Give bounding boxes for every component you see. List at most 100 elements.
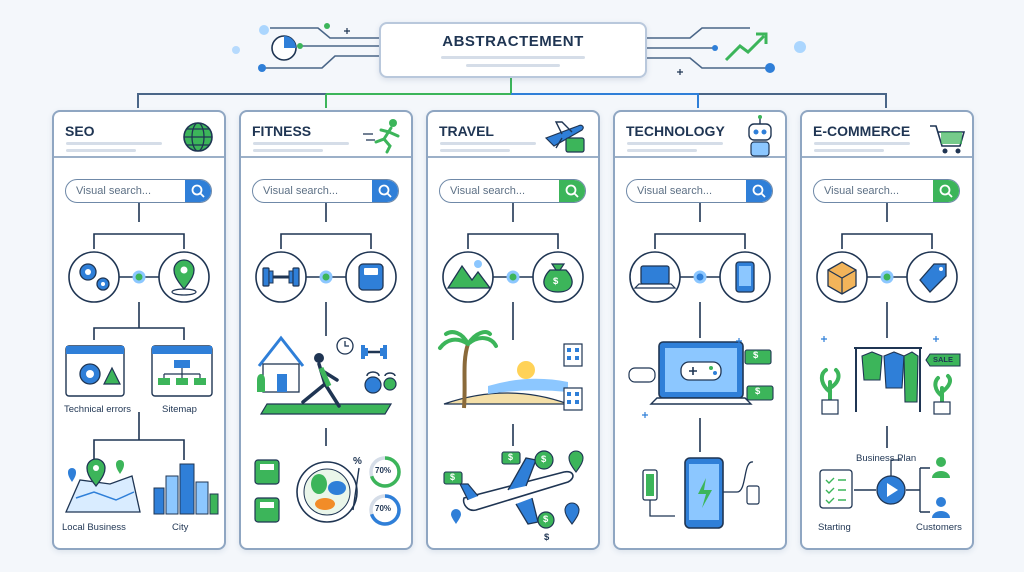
panel-title: TRAVEL [439, 123, 494, 139]
progress-arc [369, 456, 401, 488]
scale-icon [358, 263, 384, 291]
business-flow-icon [819, 457, 950, 518]
text-placeholder-line [814, 149, 884, 152]
search-placeholder: Visual search... [637, 185, 713, 197]
panel-title: TECHNOLOGY [626, 123, 725, 139]
mountain-icon [446, 260, 492, 289]
panel-ecommerce: E-COMMERCE Visual search... [800, 110, 974, 550]
ecommerce-illustration [816, 125, 966, 518]
scale-icon [254, 459, 280, 523]
map-pin-icon [451, 450, 584, 525]
search-placeholder: Visual search... [450, 185, 526, 197]
progress-badge: 70% [375, 466, 392, 475]
search-input[interactable]: Visual search... [813, 179, 960, 203]
text-placeholder-line [814, 142, 910, 145]
panel-title: E-COMMERCE [813, 123, 911, 139]
shopping-cart-icon [930, 125, 966, 154]
panel-seo: SEO Visual search... [52, 110, 226, 550]
gaming-laptop-icon [628, 338, 774, 418]
text-placeholder-line [440, 149, 510, 152]
magnifier-icon [752, 184, 766, 198]
technical-errors-icon [65, 345, 125, 397]
customers-label: Customers [916, 522, 962, 533]
text-placeholder-line [66, 149, 136, 152]
panel-title: SEO [65, 123, 95, 139]
technology-illustration [628, 115, 774, 529]
magnifier-icon [378, 184, 392, 198]
clothing-rack-icon [819, 336, 961, 415]
globe-icon [183, 122, 213, 152]
magnifier-icon [191, 184, 205, 198]
package-icon [827, 261, 857, 295]
starting-label: Starting [818, 522, 851, 533]
search-input[interactable]: Visual search... [252, 179, 399, 203]
search-placeholder: Visual search... [76, 185, 152, 197]
search-placeholder: Visual search... [824, 185, 900, 197]
text-placeholder-line [66, 142, 162, 145]
battery-charging-icon [642, 457, 760, 529]
panel-divider [54, 156, 224, 158]
dollar-symbol: $ [755, 386, 761, 397]
trend-up-icon [724, 32, 768, 62]
sitemap-label: Sitemap [162, 404, 197, 415]
pie-chart-icon [271, 35, 297, 61]
city-label: City [172, 522, 189, 533]
panel-divider [428, 156, 598, 158]
healthy-plate-icon [296, 461, 360, 523]
gears-icon [79, 263, 110, 291]
text-placeholder-line [440, 142, 536, 145]
percent-symbol: % [353, 456, 362, 467]
dollar-symbol: $ [544, 532, 550, 543]
travel-illustration [438, 121, 585, 529]
text-placeholder-line [253, 142, 349, 145]
progress-arcs [369, 456, 401, 526]
text-placeholder-line [466, 64, 560, 67]
local-business-label: Local Business [62, 522, 126, 533]
city-icon [153, 463, 219, 515]
panel-travel: TRAVEL Visual search... [426, 110, 600, 550]
sale-tag: SALE [933, 355, 954, 364]
price-tag-icon [919, 263, 947, 293]
text-placeholder-line [441, 56, 585, 59]
dollar-symbol: $ [450, 472, 456, 482]
panel-fitness: FITNESS Visual search... [239, 110, 413, 550]
text-placeholder-line [627, 142, 723, 145]
search-input[interactable]: Visual search... [65, 179, 212, 203]
panel-divider [241, 156, 411, 158]
technical-errors-label: Technical errors [64, 404, 132, 415]
magnifier-icon [939, 184, 953, 198]
airplane-luggage-icon [544, 121, 585, 153]
dumbbell-icon [262, 267, 300, 287]
beach-icon [438, 330, 583, 411]
runner-icon [363, 119, 400, 154]
dollar-symbol: $ [543, 514, 549, 525]
page-title: ABSTRACTEMENT [442, 33, 584, 50]
text-placeholder-line [627, 149, 697, 152]
home-workout-icon [257, 335, 397, 415]
progress-arc [369, 494, 401, 526]
laptop-icon [633, 265, 677, 289]
airplane-icon [459, 457, 574, 525]
search-placeholder: Visual search... [263, 185, 339, 197]
fitness-illustration [254, 119, 401, 526]
text-placeholder-line [253, 149, 323, 152]
dollar-symbol: $ [508, 452, 514, 462]
robot-icon [748, 115, 772, 157]
local-map-icon [65, 458, 141, 513]
top-node: ABSTRACTEMENT [379, 22, 647, 78]
search-input[interactable]: Visual search... [626, 179, 773, 203]
magnifier-icon [565, 184, 579, 198]
smartphone-icon [735, 261, 755, 293]
progress-badge: 70% [375, 504, 392, 513]
dollar-symbol: $ [753, 350, 759, 361]
map-pin-icon [171, 259, 197, 296]
panel-technology: TECHNOLOGY Visual search... [613, 110, 787, 550]
panel-title: FITNESS [252, 123, 312, 139]
panel-divider [802, 156, 972, 158]
dollar-symbol: $ [553, 276, 559, 287]
hotel-icon [563, 343, 583, 411]
dollar-symbol: $ [541, 454, 547, 465]
seo-illustration [65, 122, 219, 515]
sitemap-icon [151, 345, 213, 397]
